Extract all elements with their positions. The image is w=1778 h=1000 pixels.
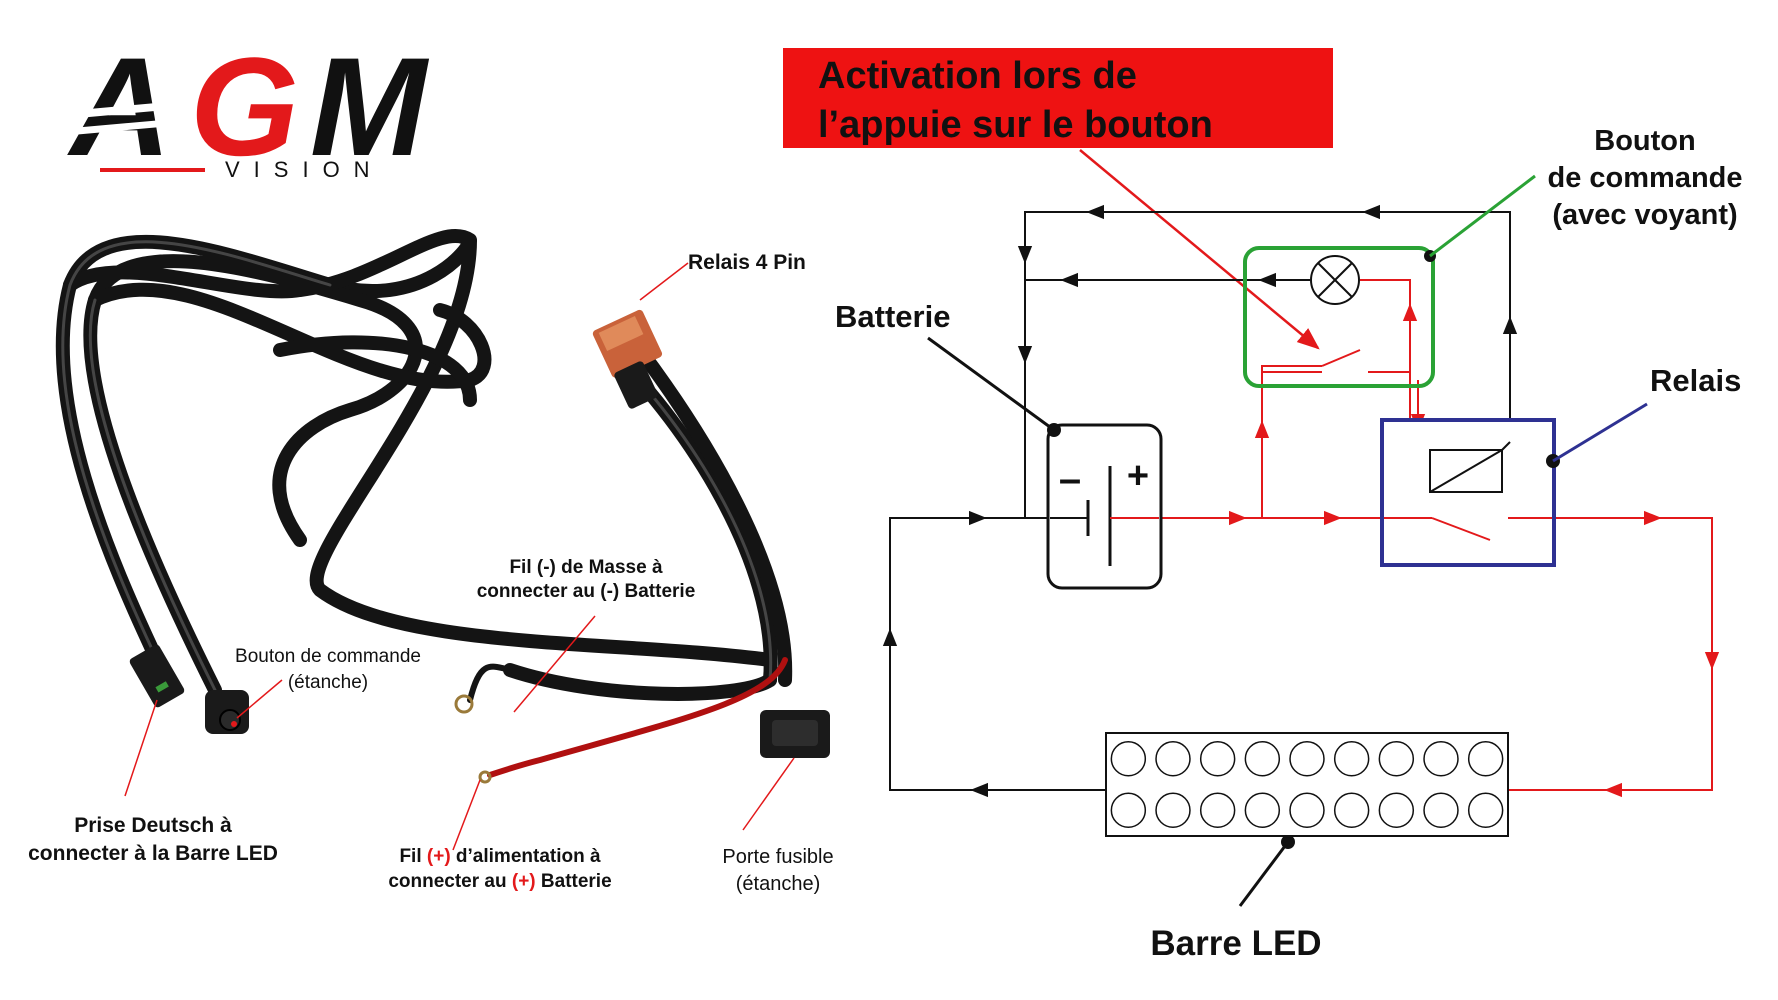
- label-fuse-line1: Porte fusible: [722, 846, 833, 868]
- led-grid: [1110, 741, 1504, 828]
- logo-letter-g: G: [190, 28, 299, 185]
- led-cell: [1423, 792, 1459, 828]
- black-wire-arrows: [882, 204, 1518, 798]
- label-power-line2: connecter au (+) Batterie: [388, 871, 611, 892]
- activation-banner: Activation lors de l’appuie sur le bouto…: [783, 48, 1333, 148]
- waterproof-button: [205, 690, 249, 734]
- label-power-text: connecter au: [388, 871, 512, 892]
- label-relay: Relais: [1650, 363, 1741, 398]
- logo-subtitle: VISION: [225, 157, 384, 182]
- red-wire-arrows: [1140, 303, 1720, 798]
- label-button-line1: Bouton de commande: [235, 646, 421, 667]
- label-power-text: Fil: [399, 846, 426, 867]
- logo-letter-m: M: [310, 28, 430, 185]
- battery-symbol: – +: [1046, 423, 1163, 590]
- battery-minus: –: [1059, 457, 1081, 501]
- lamp-icon: [1310, 255, 1360, 305]
- label-relay-4-pin: Relais 4 Pin: [688, 251, 806, 274]
- label-button-line2: (étanche): [288, 672, 368, 693]
- led-cell: [1467, 741, 1504, 777]
- led-cell: [1199, 741, 1236, 777]
- banner-line1: Activation lors de: [818, 55, 1137, 97]
- battery-plus: +: [1127, 455, 1149, 497]
- led-cell: [1155, 741, 1191, 777]
- label-fuse-line2: (étanche): [736, 873, 821, 895]
- led-cell: [1244, 741, 1281, 777]
- led-cell: [1333, 792, 1370, 828]
- relay-4-pin-photo: [592, 309, 663, 409]
- relay-pointer: [1552, 402, 1648, 463]
- label-deutsch-line2: connecter à la Barre LED: [28, 842, 278, 865]
- led-cell: [1110, 792, 1147, 828]
- led-pointer: [1238, 841, 1290, 907]
- led-cell: [1289, 792, 1325, 828]
- agm-vision-logo: A G M VISION: [67, 28, 430, 185]
- led-cell: [1378, 792, 1415, 828]
- button-box: [1243, 246, 1436, 388]
- relay-contact-icon: [1384, 517, 1552, 541]
- wiring-harness-photo: [55, 228, 793, 784]
- label-deutsch-line1: Prise Deutsch à: [74, 814, 232, 837]
- banner-pointer: [1079, 149, 1320, 350]
- deutsch-connector: [129, 644, 185, 708]
- battery-pointer: [927, 336, 1055, 432]
- label-battery: Batterie: [835, 299, 950, 334]
- relay-coil-icon: [1429, 441, 1511, 493]
- label-power-text: Batterie: [536, 871, 612, 892]
- banner-line2: l’appuie sur le bouton: [818, 104, 1213, 146]
- fuse-holder-photo: [760, 710, 830, 758]
- led-cell: [1110, 741, 1147, 777]
- label-led-bar: Barre LED: [1150, 924, 1321, 963]
- led-cell: [1289, 741, 1325, 777]
- led-cell: [1244, 792, 1281, 828]
- label-ground-line1: Fil (-) de Masse à: [509, 557, 663, 578]
- led-cell: [1378, 741, 1415, 777]
- led-cell: [1155, 792, 1191, 828]
- led-cell: [1199, 792, 1236, 828]
- led-cell: [1333, 741, 1370, 777]
- label-button-cmd-line1: Bouton: [1594, 125, 1695, 157]
- button-pointer: [1429, 174, 1536, 258]
- led-cell: [1467, 792, 1504, 828]
- switch-contact-icon: [1261, 349, 1410, 373]
- logo-speed-stripe: [72, 118, 185, 135]
- label-power-line1: Fil (+) d’alimentation à: [399, 846, 601, 867]
- led-cell: [1423, 741, 1459, 777]
- label-power-plus: (+): [427, 846, 451, 867]
- relay-box: [1380, 418, 1560, 567]
- label-power-plus: (+): [512, 871, 536, 892]
- label-button-cmd-line3: (avec voyant): [1552, 199, 1737, 231]
- label-ground-line2: connecter au (-) Batterie: [477, 581, 696, 602]
- label-power-text: d’alimentation à: [451, 846, 601, 867]
- led-bar-icon: [1105, 732, 1509, 849]
- label-button-cmd-line2: de commande: [1548, 162, 1743, 194]
- logo-speed-stripe: [78, 100, 190, 118]
- photo-leader-lines: [124, 262, 795, 851]
